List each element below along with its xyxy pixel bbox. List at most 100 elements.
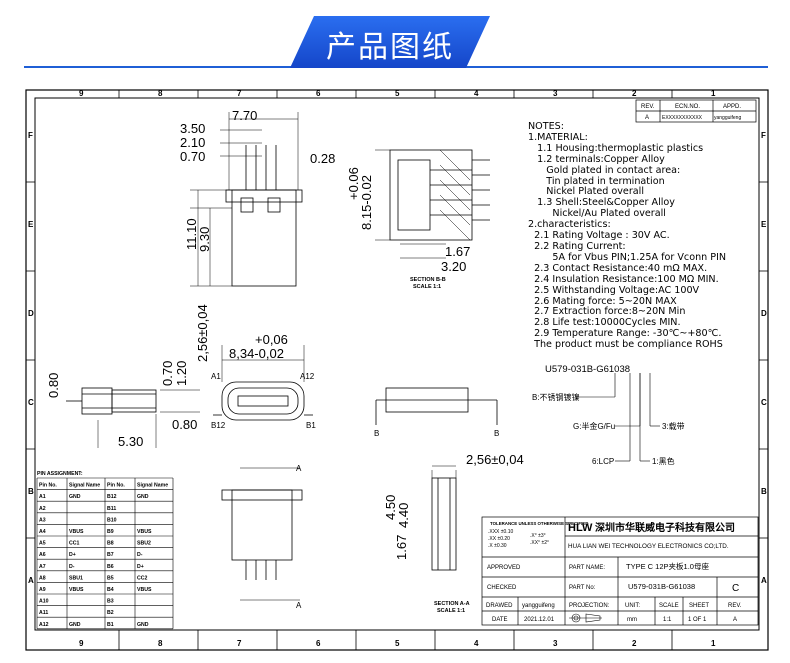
pin-label-a12: A12 bbox=[300, 372, 315, 381]
pin-table-cell: B6 bbox=[107, 564, 114, 570]
banner-tab bbox=[290, 16, 490, 68]
dim-bot-440: 4.40 bbox=[396, 503, 411, 528]
top-view bbox=[190, 112, 303, 287]
pin-table-cell: B12 bbox=[107, 494, 117, 500]
pin-table-cell: B2 bbox=[107, 610, 114, 616]
grid-col-label-bottom: 5 bbox=[395, 639, 400, 648]
note-line: 2.2 Rating Current: bbox=[528, 240, 626, 252]
pin-table-cell: A3 bbox=[39, 517, 46, 523]
ecn-value: EXXXXXXXXXXX bbox=[662, 115, 703, 121]
pin-table-cell: VBUS bbox=[69, 587, 84, 593]
rev-label: REV. bbox=[728, 603, 742, 609]
pin-label-b1: B1 bbox=[306, 421, 316, 430]
note-line: Tin plated in termination bbox=[528, 175, 665, 187]
tol-line-2: .XX ±0.20 bbox=[488, 536, 510, 542]
section-bb-hatch bbox=[439, 149, 471, 241]
part-code: U579-031B-G61038 bbox=[545, 364, 630, 375]
dim-bot-167: 1.67 bbox=[394, 535, 409, 560]
sheet-label: SHEET bbox=[689, 603, 709, 609]
grid-row-label-left: E bbox=[28, 220, 34, 229]
note-line: 2.3 Contact Resistance:40 mΩ MAX. bbox=[528, 262, 708, 274]
grid-row-label-left: C bbox=[28, 398, 34, 407]
grid-row-label-right: B bbox=[761, 487, 767, 496]
note-line: 1.2 terminals:Copper Alloy bbox=[528, 153, 665, 165]
scale-value: 1:1 bbox=[663, 617, 672, 623]
approved-label: APPROVED bbox=[487, 565, 521, 571]
note-line: 1.3 Shell:Steel&Copper Alloy bbox=[528, 197, 675, 209]
date-value: 2021.12.01 bbox=[524, 617, 555, 623]
pin-table-cell: SBU1 bbox=[69, 575, 83, 581]
grid-row-label-left: F bbox=[28, 131, 33, 140]
grid-col-label-bottom: 7 bbox=[237, 639, 242, 648]
pin-table-cell: SBU2 bbox=[137, 541, 151, 547]
pin-table-cell: GND bbox=[137, 622, 149, 628]
pin-table-cell: A4 bbox=[39, 529, 46, 535]
part-no: U579-031B-G61038 bbox=[628, 582, 695, 591]
dim-1110: 11.10 bbox=[184, 218, 199, 250]
grid-row-label-right: C bbox=[761, 398, 767, 407]
pin-table-cell: CC2 bbox=[137, 575, 147, 581]
section-b-mark-left: B bbox=[374, 429, 379, 438]
pin-table-cell: A1 bbox=[39, 494, 46, 500]
grid-col-label-top: 2 bbox=[632, 89, 637, 98]
pin-table-cell: A10 bbox=[39, 599, 49, 605]
note-line: Nickel/Au Plated overall bbox=[528, 208, 666, 220]
note-line: 1.MATERIAL: bbox=[528, 131, 588, 143]
part-code-3: 3:载带 bbox=[662, 421, 685, 431]
dim-770: 7.70 bbox=[232, 108, 257, 123]
grid-row-label-left: B bbox=[28, 487, 34, 496]
note-line: 2.9 Temperature Range: -30℃~+80℃. bbox=[528, 328, 722, 340]
section-aa-label: SECTION A-A bbox=[434, 601, 470, 607]
dim-028: 0.28 bbox=[310, 151, 335, 166]
company-name-en: HUA LIAN WEI TECHNOLOGY ELECTRONICS CO;L… bbox=[568, 543, 729, 550]
pin-table-cell: B1 bbox=[107, 622, 114, 628]
grid-col-label-top: 1 bbox=[711, 89, 716, 98]
dim-210: 2.10 bbox=[180, 135, 205, 150]
grid-col-label-bottom: 3 bbox=[553, 639, 558, 648]
part-rev: C bbox=[732, 583, 739, 594]
dim-070: 0.70 bbox=[180, 149, 205, 164]
part-code-b: B:不锈钢镀镍 bbox=[532, 392, 580, 402]
title-block-grid bbox=[481, 516, 759, 626]
grid-col-label-top: 9 bbox=[79, 89, 84, 98]
grid-col-label-bottom: 8 bbox=[158, 639, 163, 648]
checked-label: CHECKED bbox=[487, 585, 517, 591]
section-bb-view bbox=[375, 149, 490, 259]
dim-sec-006: +0.06 bbox=[346, 167, 361, 200]
note-line: NOTES: bbox=[528, 121, 564, 132]
appd-value: yangguifeng bbox=[714, 115, 741, 121]
section-aa-scale: SCALE 1:1 bbox=[437, 608, 465, 614]
pin-table-cell: B4 bbox=[107, 587, 114, 593]
grid-row-label-right: A bbox=[761, 576, 767, 585]
projection-icon bbox=[569, 613, 602, 623]
dim-front-834: 8,34-0,02 bbox=[229, 346, 284, 361]
grid-col-label-top: 5 bbox=[395, 89, 400, 98]
dim-side-120: 1.20 bbox=[174, 361, 189, 386]
part-name-label: PART NAME: bbox=[569, 565, 605, 571]
grid-col-label-bottom: 9 bbox=[79, 639, 84, 648]
pin-table-cell: GND bbox=[69, 622, 81, 628]
note-line: Nickel Plated overall bbox=[528, 186, 644, 198]
note-line: 1.1 Housing:thermoplastic plastics bbox=[528, 142, 704, 154]
appd-header: APPD. bbox=[723, 104, 741, 110]
pin-table-title: PIN ASSIGNMENT: bbox=[37, 471, 83, 477]
pin-table-cell: B5 bbox=[107, 575, 114, 581]
section-bb-label: SECTION B-B bbox=[410, 277, 446, 283]
company-logo: HLW bbox=[568, 522, 593, 534]
pin-table-cell: VBUS bbox=[69, 529, 84, 535]
grid-col-label-top: 6 bbox=[316, 89, 321, 98]
tol-angle-2: .XX° ±2° bbox=[530, 540, 549, 546]
pin-table-cell: A6 bbox=[39, 552, 46, 558]
projection-label: PROJECTION: bbox=[569, 603, 610, 609]
note-line: 2.6 Mating force: 5~20N MAX bbox=[528, 295, 677, 307]
dim-side-080: 0.80 bbox=[46, 373, 61, 398]
side-view bbox=[66, 387, 200, 448]
pin-table-cell: A12 bbox=[39, 622, 49, 628]
dim-sec-815: 8.15-0.02 bbox=[359, 175, 374, 230]
section-b-mark-right: B bbox=[494, 429, 499, 438]
grid-col-label-bottom: 6 bbox=[316, 639, 321, 648]
grid-row-label-right: F bbox=[761, 131, 766, 140]
tolerance-title: TOLERANCE UNLESS OTHERWISE SPECIFIED bbox=[490, 521, 588, 526]
